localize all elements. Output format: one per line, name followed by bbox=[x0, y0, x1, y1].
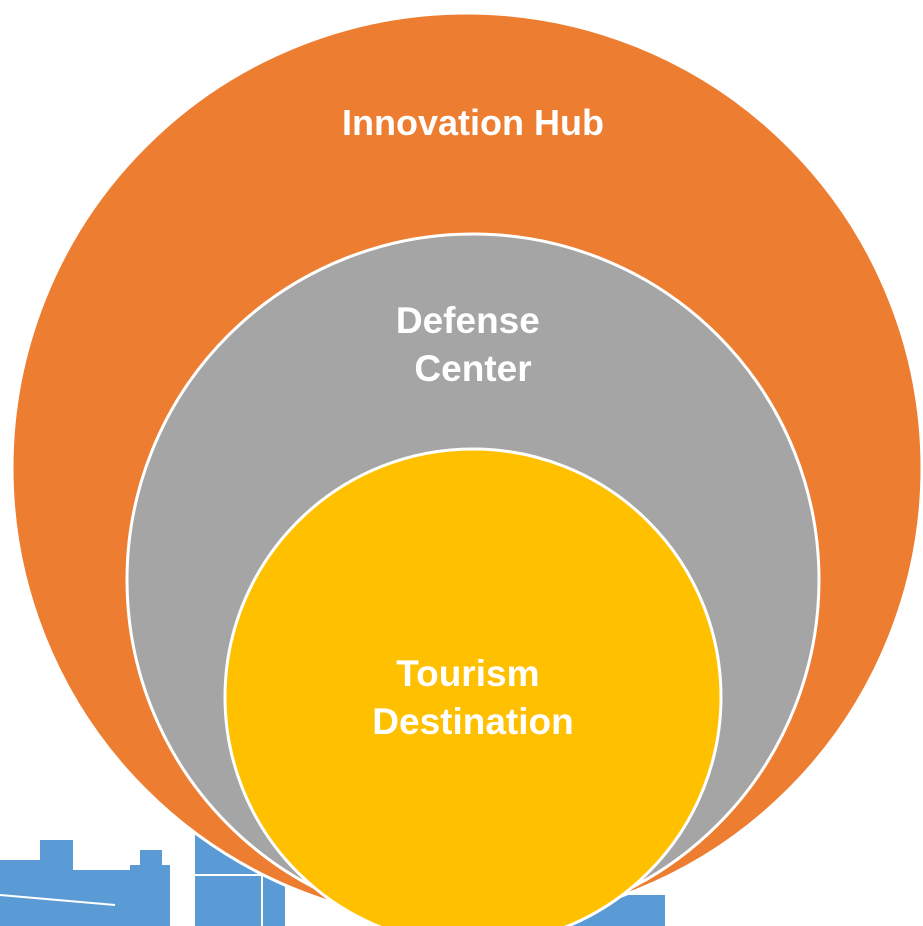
skyline-building bbox=[50, 870, 130, 926]
middle-circle-label-line: Center bbox=[414, 348, 531, 389]
inner-circle-label: Tourism Destination bbox=[372, 653, 573, 742]
middle-circle-label: Defense Center bbox=[396, 300, 550, 389]
skyline-building bbox=[130, 865, 170, 926]
outer-circle-label: Innovation Hub bbox=[342, 102, 604, 143]
inner-circle-label-line: Tourism bbox=[396, 653, 539, 694]
skyline-building bbox=[140, 850, 162, 870]
middle-circle-label-line: Defense bbox=[396, 300, 540, 341]
inner-circle bbox=[223, 447, 723, 926]
inner-circle-label-line: Destination bbox=[372, 701, 573, 742]
skyline-window-line bbox=[0, 894, 116, 906]
